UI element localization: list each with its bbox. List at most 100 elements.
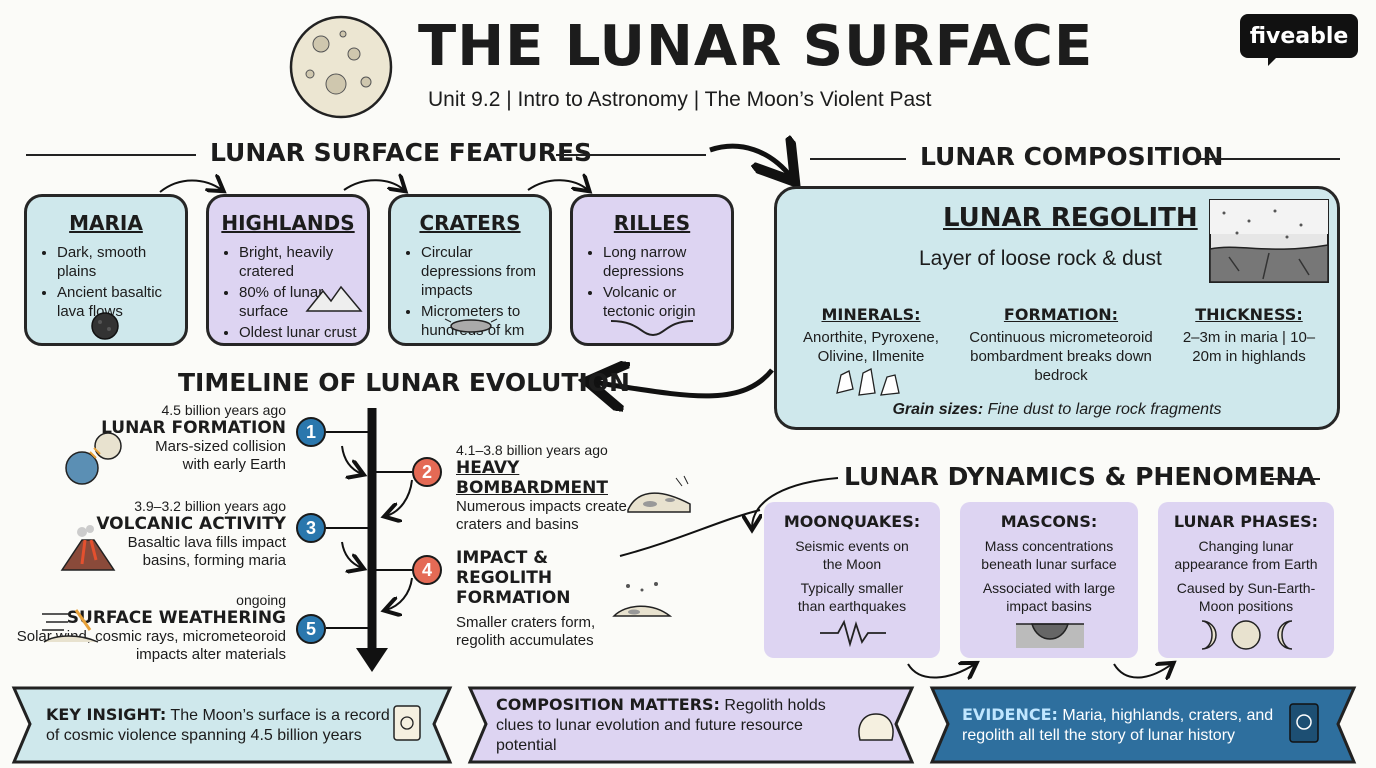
feature-card-title: CRATERS <box>419 211 521 235</box>
event-time: 4.5 billion years ago <box>161 402 286 418</box>
event-description: Numerous impacts create craters and basi… <box>456 498 627 533</box>
banner-evidence: EVIDENCE: Maria, highlands, craters, and… <box>932 688 1282 762</box>
formation-text: Continuous micrometeoroid bombardment br… <box>969 329 1153 384</box>
event-description: Smaller craters form, regolith accumulat… <box>456 614 596 649</box>
banner-text: EVIDENCE: Maria, highlands, craters, and… <box>962 705 1282 746</box>
thickness-text: 2–3m in maria | 10–20m in highlands <box>1182 329 1316 365</box>
crater-icon <box>444 318 498 333</box>
timeline-event-2: 4.1–3.8 billion years ago HEAVY BOMBARDM… <box>456 442 656 534</box>
grain-label: Grain sizes: <box>892 401 984 418</box>
regolith-card: LUNAR REGOLITH Layer of loose rock & dus… <box>774 186 1340 430</box>
event-description: Basaltic lava fills impact basins, formi… <box>127 534 286 569</box>
grain-text: Fine dust to large rock fragments <box>987 401 1222 418</box>
formation-block: FORMATION: Continuous micrometeoroid bom… <box>961 305 1161 385</box>
dynamics-card-title: LUNAR PHASES: <box>1173 512 1319 531</box>
event-title: SURFACE WEATHERING <box>66 608 286 628</box>
timeline-marker-5: 5 <box>296 614 326 644</box>
feature-item: Ancient basaltic lava flows <box>57 283 185 321</box>
banner-text: KEY INSIGHT: The Moon’s surface is a rec… <box>46 705 394 746</box>
logo-speech-tail <box>1268 56 1278 66</box>
timeline-marker-1: 1 <box>296 417 326 447</box>
composition-rule-right <box>1198 158 1340 160</box>
page-title: THE LUNAR SURFACE <box>418 14 1094 79</box>
dynamics-card-line2: Associated with large impact basins <box>982 580 1116 614</box>
collision-icon <box>65 432 122 485</box>
crystal-icon <box>836 368 900 396</box>
dynamics-card-title: MASCONS: <box>1000 512 1098 531</box>
moon-phases-icon <box>1201 620 1293 650</box>
volcano-icon <box>60 525 116 571</box>
feature-card-highlands: HIGHLANDS Bright, heavily cratered 80% o… <box>206 194 370 346</box>
dynamics-card-line1: Mass concentrations beneath lunar surfac… <box>981 538 1117 572</box>
event-time: 3.9–3.2 billion years ago <box>134 498 286 514</box>
fiveable-logo[interactable]: fiveable <box>1240 14 1358 58</box>
event-title: IMPACT & REGOLITH FORMATION <box>456 548 571 608</box>
dynamics-card-mascons: MASCONS: Mass concentrations beneath lun… <box>960 502 1138 658</box>
feature-item: Dark, smooth plains <box>57 243 185 281</box>
banner-composition-matters: COMPOSITION MATTERS: Regolith holds clue… <box>470 688 860 762</box>
rille-icon <box>610 320 694 337</box>
banner-text: COMPOSITION MATTERS: Regolith holds clue… <box>496 695 860 756</box>
regolith-layers-illustration <box>1209 199 1329 283</box>
banner-label: KEY INSIGHT: <box>46 704 167 724</box>
feature-item: Oldest lunar crust <box>239 323 367 342</box>
dynamics-heading: LUNAR DYNAMICS & PHENOMENA <box>844 462 1316 491</box>
features-rule-right <box>556 154 706 156</box>
thickness-block: THICKNESS: 2–3m in maria | 10–20m in hig… <box>1169 305 1329 366</box>
solar-wind-icon <box>42 609 99 643</box>
grain-sizes: Grain sizes: Fine dust to large rock fra… <box>777 401 1337 419</box>
minerals-title: MINERALS: <box>821 305 921 324</box>
timeline-marker-3: 3 <box>296 513 326 543</box>
feature-item: Long narrow depressions <box>603 243 731 281</box>
dynamics-rule-right <box>1270 478 1320 480</box>
dynamics-card-line1: Changing lunar appearance from Earth <box>1174 538 1318 572</box>
timeline-event-3: 3.9–3.2 billion years ago VOLCANIC ACTIV… <box>60 498 286 570</box>
event-title: HEAVY BOMBARDMENT <box>456 458 608 498</box>
impact-crater-icon <box>627 475 691 513</box>
feature-item: Bright, heavily cratered <box>239 243 367 281</box>
thickness-title: THICKNESS: <box>1195 305 1303 324</box>
event-description: Mars-sized collision with early Earth <box>155 438 286 473</box>
event-time: ongoing <box>236 592 286 608</box>
timeline-event-1: 4.5 billion years ago LUNAR FORMATION Ma… <box>60 402 286 474</box>
timeline-marker-4: 4 <box>412 555 442 585</box>
feature-card-title: MARIA <box>69 211 143 235</box>
basalt-rock-icon <box>91 312 119 340</box>
dynamics-card-line2: Typically smaller than earthquakes <box>797 580 907 614</box>
feature-card-rilles: RILLES Long narrow depressions Volcanic … <box>570 194 734 346</box>
minerals-text: Anorthite, Pyroxene, Olivine, Ilmenite <box>803 329 939 365</box>
banner-label: EVIDENCE: <box>962 704 1058 724</box>
moon-illustration <box>289 15 393 119</box>
event-title: LUNAR FORMATION <box>101 418 286 438</box>
composition-heading: LUNAR COMPOSITION <box>920 142 1224 171</box>
dynamics-card-moonquakes: MOONQUAKES: Seismic events on the Moon T… <box>764 502 940 658</box>
dynamics-card-phases: LUNAR PHASES: Changing lunar appearance … <box>1158 502 1334 658</box>
timeline-heading: TIMELINE OF LUNAR EVOLUTION <box>178 368 630 397</box>
feature-card-maria: MARIA Dark, smooth plains Ancient basalt… <box>24 194 188 346</box>
regolith-subtitle: Layer of loose rock & dust <box>919 247 1162 270</box>
formation-title: FORMATION: <box>1003 305 1119 324</box>
regolith-title: LUNAR REGOLITH <box>943 203 1198 233</box>
features-rule-left <box>26 154 196 156</box>
banner-shapes <box>11 686 1357 764</box>
banner-body: Maria, highlands, craters, and regolith … <box>962 706 1274 744</box>
feature-card-title: RILLES <box>613 211 691 235</box>
feature-item: Volcanic or tectonic origin <box>603 283 731 321</box>
feature-card-craters: CRATERS Circular depressions from impact… <box>388 194 552 346</box>
banner-body: The Moon’s surface is a record of cosmic… <box>46 706 390 744</box>
dynamics-card-line1: Seismic events on the Moon <box>795 538 909 572</box>
feature-card-title: HIGHLANDS <box>221 211 355 235</box>
event-time: 4.1–3.8 billion years ago <box>456 442 608 458</box>
seismograph-icon <box>820 619 886 648</box>
page-subtitle: Unit 9.2 | Intro to Astronomy | The Moon… <box>428 88 932 111</box>
banner-key-insight: KEY INSIGHT: The Moon’s surface is a rec… <box>14 688 394 762</box>
minerals-block: MINERALS: Anorthite, Pyroxene, Olivine, … <box>791 305 951 366</box>
dynamics-card-title: MOONQUAKES: <box>783 512 921 531</box>
feature-item: 80% of lunar surface <box>239 283 367 321</box>
mountain-icon <box>305 285 363 312</box>
timeline-marker-2: 2 <box>412 457 442 487</box>
mass-concentration-icon <box>1016 623 1084 648</box>
banner-body: Regolith holds clues to lunar evolution … <box>496 696 826 754</box>
regolith-pile-icon <box>612 582 672 617</box>
dynamics-card-line2: Caused by Sun-Earth-Moon positions <box>1176 580 1316 614</box>
